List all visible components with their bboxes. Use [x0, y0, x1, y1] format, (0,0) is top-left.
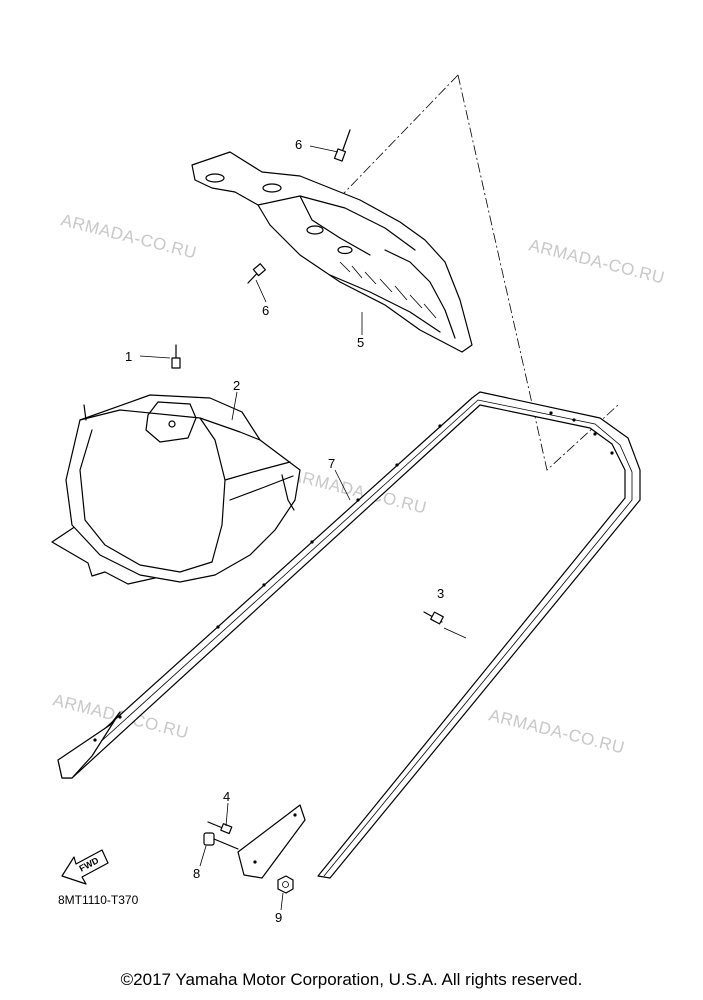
watermark: ARMADA-CO.RU	[487, 705, 627, 757]
callouts: 1 2 3 4 5 6 6 7 8 9	[125, 137, 444, 925]
watermark: ARMADA-CO.RU	[59, 210, 199, 262]
bolt-part-1	[171, 344, 181, 369]
forward-arrow-icon: FWD	[61, 849, 109, 885]
pin-part-6-upper	[333, 129, 351, 162]
pin-part-3	[423, 611, 444, 625]
callout-6-upper: 6	[295, 137, 302, 152]
callout-2: 2	[233, 378, 240, 393]
callout-7: 7	[328, 456, 335, 471]
callout-1: 1	[125, 349, 132, 364]
copyright-notice: ©2017 Yamaha Motor Corporation, U.S.A. A…	[120, 970, 583, 989]
rear-bracket-part-5	[191, 151, 473, 353]
bolt-part-8	[203, 832, 239, 850]
leader-lines	[139, 145, 467, 911]
pin-part-6-lower	[247, 263, 267, 284]
watermark: ARMADA-CO.RU	[527, 235, 667, 287]
callout-3: 3	[437, 586, 444, 601]
storage-bag-part-2	[51, 394, 301, 585]
nut-part-9	[277, 875, 294, 894]
callout-5: 5	[357, 335, 364, 350]
callout-6-lower: 6	[262, 303, 269, 318]
rail-holes	[93, 411, 614, 864]
frame-rail-part-7	[57, 391, 641, 879]
callout-4: 4	[223, 789, 230, 804]
diagram-code: 8MT1110-T370	[58, 893, 139, 907]
callout-9: 9	[275, 910, 282, 925]
pin-part-4	[207, 821, 233, 835]
callout-8: 8	[193, 866, 200, 881]
